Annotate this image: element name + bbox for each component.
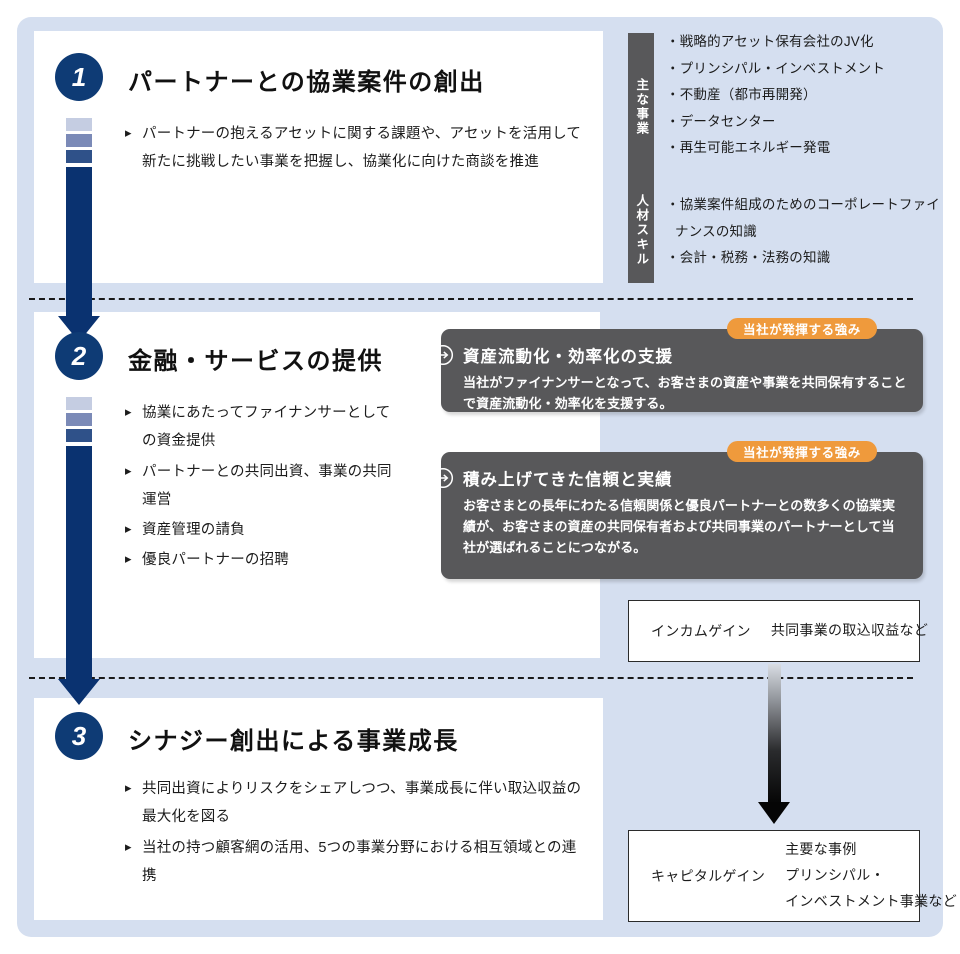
outcome-value: 主要な事例 プリンシパル・ インベストメント事業など bbox=[785, 837, 957, 915]
outcome-label: キャピタルゲイン bbox=[651, 868, 766, 884]
strength-card-header: 資産流動化・効率化の支援 bbox=[432, 329, 923, 367]
outcome-value: 共同事業の取込収益など bbox=[771, 618, 928, 644]
progress-arrowhead bbox=[58, 679, 100, 705]
strength-card-body: お客さまとの長年にわたる信頼関係と優良パートナーとの数多くの協業実績が、お客さま… bbox=[463, 498, 896, 556]
strength-card-title: 資産流動化・効率化の支援 bbox=[463, 348, 673, 366]
category-item-list: ・協業案件組成のためのコーポレートファイ ナンスの知識 ・会計・税務・法務の知識 bbox=[666, 192, 960, 272]
outcome-value-line: プリンシパル・ bbox=[785, 867, 885, 884]
section-separator-2 bbox=[29, 677, 913, 679]
category-item-text: ・会計・税務・法務の知識 bbox=[666, 250, 831, 266]
category-item: ・不動産（都市再開発） bbox=[666, 82, 960, 109]
category-item-text: ・不動産（都市再開発） bbox=[666, 87, 817, 103]
category-label-bar: 主な事業 bbox=[628, 33, 654, 181]
outcome-label: インカムゲイン bbox=[651, 623, 751, 639]
bullet-item: 当社の持つ顧客網の活用、5つの事業分野における相互領域との連携 bbox=[125, 834, 585, 891]
strength-card-body: 当社がファイナンサーとなって、お客さまの資産や事業を共同保有することで資産流動化… bbox=[463, 375, 907, 412]
bullet-item: 資産管理の請負 bbox=[125, 516, 405, 544]
step-number-label: 3 bbox=[71, 720, 87, 751]
category-item: ・プリンシパル・インベストメント bbox=[666, 56, 960, 83]
gradient-arrow-stem bbox=[768, 664, 781, 804]
step-1-bullets: パートナーの抱えるアセットに関する課題や、アセットを活用して新たに挑戦したい事業… bbox=[125, 120, 585, 179]
step-number-label: 2 bbox=[71, 340, 87, 371]
category-main-business: 主な事業 ・戦略的アセット保有会社のJV化 ・プリンシパル・インベストメント ・… bbox=[628, 33, 938, 181]
category-item: ・会計・税務・法務の知識 bbox=[666, 245, 960, 272]
outcome-box-income-gain: インカムゲイン 共同事業の取込収益など bbox=[628, 600, 928, 662]
circle-arrow-right-icon bbox=[432, 344, 454, 366]
strength-badge-1: 当社が発揮する強み bbox=[727, 318, 877, 339]
strength-card-1: 資産流動化・効率化の支援 当社がファイナンサーとなって、お客さまの資産や事業を共… bbox=[432, 329, 923, 412]
category-item-list: ・戦略的アセット保有会社のJV化 ・プリンシパル・インベストメント ・不動産（都… bbox=[666, 29, 960, 162]
progress-block-medium bbox=[66, 134, 92, 147]
progress-block-dark bbox=[66, 150, 92, 163]
category-item: ・戦略的アセット保有会社のJV化 bbox=[666, 29, 960, 56]
progress-block-dark bbox=[66, 429, 92, 442]
progress-bar bbox=[66, 167, 92, 316]
bullet-item: パートナーとの共同出資、事業の共同運営 bbox=[125, 458, 405, 515]
bullet-item: パートナーの抱えるアセットに関する課題や、アセットを活用して新たに挑戦したい事業… bbox=[125, 120, 585, 177]
outcome-value-line: インベストメント事業など bbox=[785, 892, 958, 909]
category-label-bar: 人材スキル bbox=[628, 178, 654, 283]
section-separator-1 bbox=[29, 298, 913, 300]
bullet-item: 協業にあたってファイナンサーとしての資金提供 bbox=[125, 399, 405, 456]
category-item-text: ・データセンター bbox=[666, 113, 776, 129]
circle-arrow-right-icon bbox=[432, 467, 454, 489]
progress-block-medium bbox=[66, 413, 92, 426]
step-title-3: シナジー創出による事業成長 bbox=[128, 728, 459, 755]
step-number-1: 1 bbox=[55, 53, 103, 101]
category-item: ・協業案件組成のためのコーポレートファイ ナンスの知識 bbox=[666, 192, 960, 245]
step-number-label: 1 bbox=[71, 61, 87, 92]
category-talent-skills: 人材スキル ・協業案件組成のためのコーポレートファイ ナンスの知識 ・会計・税務… bbox=[628, 178, 940, 283]
category-item-continuation: ナンスの知識 bbox=[675, 223, 757, 239]
strength-card-title: 積み上げてきた信頼と実績 bbox=[463, 471, 673, 489]
strength-card-2: 積み上げてきた信頼と実績 お客さまとの長年にわたる信頼関係と優良パートナーとの数… bbox=[432, 452, 923, 579]
step-title-2: 金融・サービスの提供 bbox=[128, 348, 383, 375]
progress-block-light bbox=[66, 118, 92, 131]
category-item-text: ・プリンシパル・インベストメント bbox=[666, 60, 886, 76]
bullet-item: 優良パートナーの招聘 bbox=[125, 546, 405, 574]
step-title-1: パートナーとの協業案件の創出 bbox=[128, 69, 485, 96]
category-item: ・データセンター bbox=[666, 109, 960, 136]
progress-block-light bbox=[66, 397, 92, 410]
outcome-row: キャピタルゲイン 主要な事例 プリンシパル・ インベストメント事業など bbox=[629, 831, 957, 921]
strength-card-header: 積み上げてきた信頼と実績 bbox=[432, 452, 923, 490]
outcome-value-line: 共同事業の取込収益など bbox=[770, 622, 929, 639]
step-3-bullets: 共同出資によりリスクをシェアしつつ、事業成長に伴い取込収益の最大化を図る 当社の… bbox=[125, 775, 585, 892]
step-2-bullets: 協業にあたってファイナンサーとしての資金提供 パートナーとの共同出資、事業の共同… bbox=[125, 399, 405, 577]
category-item-text: ・戦略的アセット保有会社のJV化 bbox=[666, 34, 874, 49]
step-number-2: 2 bbox=[55, 332, 103, 380]
step-number-3: 3 bbox=[55, 712, 103, 760]
bullet-item: 共同出資によりリスクをシェアしつつ、事業成長に伴い取込収益の最大化を図る bbox=[125, 775, 585, 832]
category-item: ・再生可能エネルギー発電 bbox=[666, 135, 960, 162]
progress-bar bbox=[66, 446, 92, 679]
outcome-box-capital-gain: キャピタルゲイン 主要な事例 プリンシパル・ インベストメント事業など bbox=[628, 830, 957, 922]
strength-badge-2: 当社が発揮する強み bbox=[727, 441, 877, 462]
gradient-arrow-head bbox=[758, 802, 790, 824]
outcome-value-line: 主要な事例 bbox=[785, 841, 857, 858]
category-item-text: ・再生可能エネルギー発電 bbox=[666, 140, 831, 156]
category-item-text: ・協業案件組成のためのコーポレートファイ bbox=[666, 197, 940, 212]
outcome-row: インカムゲイン 共同事業の取込収益など bbox=[629, 601, 928, 661]
